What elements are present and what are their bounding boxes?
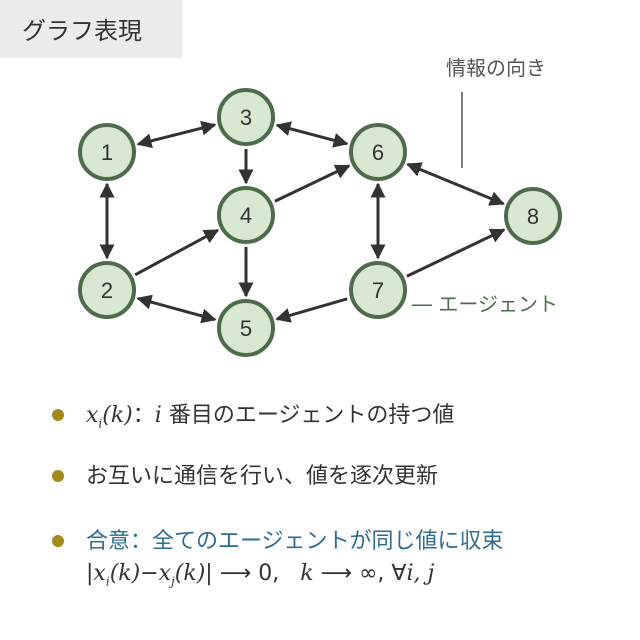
agent-node-7: 7: [349, 261, 407, 319]
abs-bar-open: |: [86, 561, 94, 586]
agent-node-4: 4: [217, 186, 275, 244]
bullet-1-text: 番目のエージェントの持つ値: [161, 403, 455, 428]
abs-bar-close: |: [205, 561, 213, 586]
formula-k2: (k): [174, 561, 206, 586]
bullet-2-text: お互いに通信を行い、値を逐次更新: [86, 464, 439, 489]
edge-2-5: [136, 294, 217, 324]
bullet-item-consensus: 合意：全てのエージェントが同じ値に収束: [52, 523, 632, 557]
title-box: グラフ表現: [0, 0, 182, 58]
node-label: 6: [372, 140, 384, 165]
colon: ：: [132, 403, 155, 428]
agent-node-2: 2: [78, 261, 136, 319]
page-title: グラフ表現: [22, 17, 142, 45]
formula-minus: −: [140, 561, 159, 586]
formula-sub-j: j: [171, 574, 175, 589]
node-label: 3: [240, 105, 252, 130]
agent-node-3: 3: [217, 88, 275, 146]
var-x: x: [86, 403, 99, 428]
node-label: 2: [101, 278, 113, 303]
formula-k1: (k): [109, 561, 141, 586]
var-i: i: [154, 403, 162, 428]
bullet-dot: [52, 535, 64, 547]
edge-7-8: [406, 228, 506, 278]
agent-node-8: 8: [504, 187, 562, 245]
node-circle: [217, 186, 275, 244]
formula-k: k: [300, 561, 314, 586]
agent-label: ― エージェント: [412, 292, 558, 316]
bullet-3-text: 合意：全てのエージェントが同じ値に収束: [86, 529, 504, 554]
node-label: 1: [101, 140, 113, 165]
formula-arrow-infinity: ⟶ ∞, ∀: [313, 561, 407, 586]
edge-4-6: [274, 164, 351, 203]
info-direction-label: 情報の向き: [446, 56, 546, 80]
node-circle: [78, 261, 136, 319]
graph-diagram: 1 2 3 4 5 6 7 8 情報の向き ― エージェント: [78, 56, 562, 357]
formula-sub-i: i: [105, 574, 110, 589]
formula-ij: i, j: [406, 561, 435, 586]
node-circle: [217, 299, 275, 357]
formula-x-i: x: [93, 561, 106, 586]
node-circle: [78, 123, 136, 181]
node-label: 4: [240, 203, 252, 228]
bullet-item-communication: お互いに通信を行い、値を逐次更新: [52, 458, 632, 492]
edge-7-5: [275, 297, 348, 323]
bullet-dot: [52, 409, 64, 421]
edge-6-8: [406, 162, 505, 206]
bullet-text: xi(k)：i 番目のエージェントの持つ値: [86, 397, 454, 430]
var-k: (k): [102, 403, 133, 428]
node-label: 8: [527, 204, 539, 229]
node-label: 5: [240, 316, 252, 341]
agent-node-6: 6: [349, 123, 407, 181]
edges-layer: [99, 120, 506, 324]
node-circle: [349, 123, 407, 181]
consensus-formula: |xi(k)−xj(k)| ⟶ 0, k ⟶ ∞, ∀i, j: [86, 561, 434, 588]
node-circle: [504, 187, 562, 245]
node-circle: [349, 261, 407, 319]
edge-2-4: [134, 228, 220, 277]
agent-node-1: 1: [78, 123, 136, 181]
nodes-layer: 1 2 3 4 5 6 7 8: [78, 88, 562, 357]
bullet-dot: [52, 470, 64, 482]
formula-x-j: x: [158, 561, 172, 586]
node-label: 7: [372, 278, 384, 303]
formula-arrow-zero: ⟶ 0,: [212, 561, 280, 586]
node-circle: [217, 88, 275, 146]
edge-3-6: [275, 121, 349, 148]
sub-i: i: [98, 416, 103, 431]
bullet-item-agent-value: xi(k)：i 番目のエージェントの持つ値: [52, 397, 632, 431]
agent-node-5: 5: [217, 299, 275, 357]
edge-1-3: [136, 120, 217, 149]
